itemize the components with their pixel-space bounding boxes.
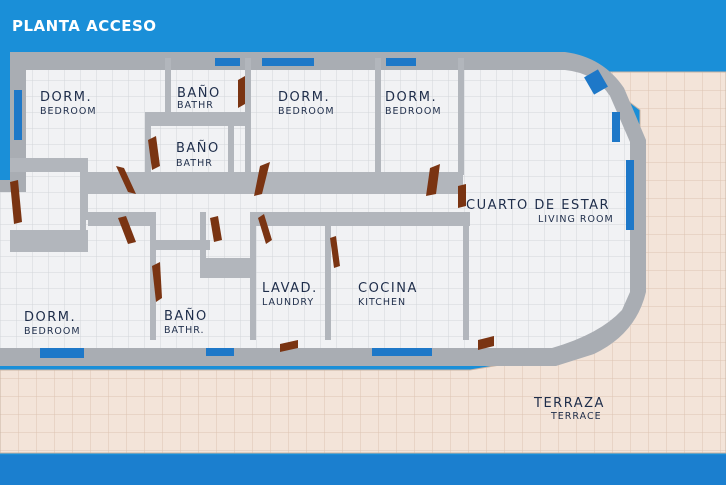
room-label-bano3-es: BAÑO xyxy=(164,308,208,324)
room-label-estar-en: LIVING ROOM xyxy=(538,214,614,225)
room-label-bano3-en: BATHR. xyxy=(164,325,205,336)
plan-title: PLANTA ACCESO xyxy=(12,17,157,35)
room-label-cocina-en: KITCHEN xyxy=(358,297,406,308)
room-label-cocina-es: COCINA xyxy=(358,281,418,296)
room-label-bano1-es: BAÑO xyxy=(177,85,221,101)
room-label-dorm3-en: BEDROOM xyxy=(385,106,442,117)
room-label-lavad-es: LAVAD. xyxy=(262,281,318,296)
room-label-dorm2-en: BEDROOM xyxy=(278,106,335,117)
room-labels: DORM. BEDROOM BAÑO BATHR DORM. BEDROOM D… xyxy=(24,85,614,422)
windows xyxy=(14,58,634,358)
room-label-bano1-en: BATHR xyxy=(177,100,214,111)
room-label-terraza-en: TERRACE xyxy=(550,411,602,422)
doors xyxy=(10,76,494,352)
room-label-bano2-es: BAÑO xyxy=(176,140,220,156)
room-label-dorm4-en: BEDROOM xyxy=(24,326,81,337)
room-label-dorm1-es: DORM. xyxy=(40,90,92,105)
room-label-lavad-en: LAUNDRY xyxy=(262,297,314,308)
room-label-dorm2-es: DORM. xyxy=(278,90,330,105)
room-label-dorm3-es: DORM. xyxy=(385,90,437,105)
room-label-dorm4-es: DORM. xyxy=(24,310,76,325)
room-label-bano2-en: BATHR xyxy=(176,158,213,169)
room-label-estar-es: CUARTO DE ESTAR xyxy=(466,198,610,213)
bottom-band xyxy=(0,455,726,485)
room-label-dorm1-en: BEDROOM xyxy=(40,106,97,117)
room-label-terraza-es: TERRAZA xyxy=(533,396,605,411)
